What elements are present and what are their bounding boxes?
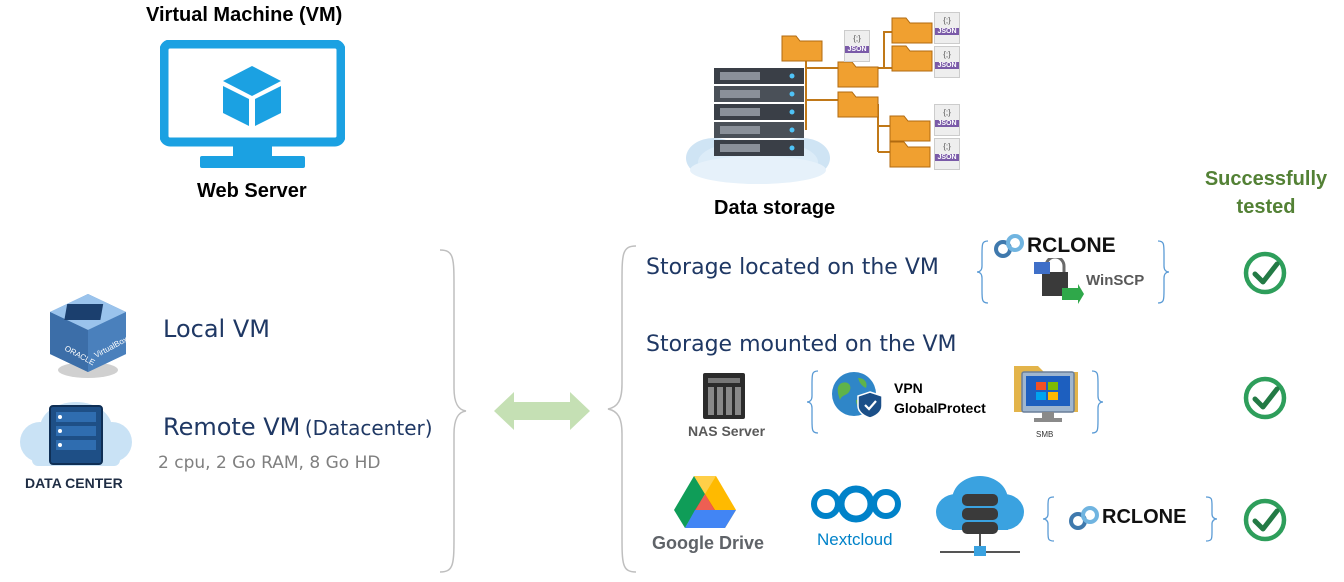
virtualbox-icon: ORACLE VirtualBox (50, 294, 129, 378)
check-circle-icon (1243, 498, 1287, 542)
file-glyph: {;} (943, 16, 951, 25)
nas-server-icon (703, 373, 745, 419)
nas-label: NAS Server (688, 423, 766, 439)
small-brace-close (1205, 496, 1218, 542)
file-tag: JSON (935, 120, 959, 127)
status-heading: Successfully tested (1204, 168, 1328, 218)
check-circle-icon (1243, 376, 1287, 420)
remote-vm-label: Remote VM (163, 413, 301, 441)
right-brace (607, 245, 637, 573)
small-brace-close (1091, 370, 1104, 434)
file-glyph: {;} (943, 142, 951, 151)
mounted-heading: Storage mounted on the VM (646, 332, 957, 357)
storage-title: Data storage (714, 197, 836, 219)
small-brace-open (976, 240, 989, 304)
file-glyph: {;} (943, 50, 951, 59)
located-heading: Storage located on the VM (646, 255, 939, 280)
json-file-icon: {;} JSON (934, 104, 960, 136)
small-brace-open (806, 370, 819, 434)
check-circle-icon (1243, 251, 1287, 295)
globalprotect-label: GlobalProtect (894, 400, 986, 416)
folder-tree-icon (781, 17, 933, 168)
file-tag: JSON (935, 154, 959, 161)
rclone-logo-icon (1069, 506, 1099, 530)
rclone-logo-icon (994, 234, 1024, 258)
nextcloud-icon (811, 485, 901, 523)
small-brace-open (1042, 496, 1055, 542)
left-brace (439, 249, 467, 573)
cloud-database-icon (936, 476, 1024, 556)
double-arrow-icon (494, 392, 590, 430)
file-tag: JSON (845, 46, 869, 53)
google-drive-label: Google Drive (652, 533, 765, 553)
globe-shield-icon (832, 372, 883, 419)
nextcloud-label: Nextcloud (817, 530, 893, 549)
small-brace-close (1157, 240, 1170, 304)
winscp-icon (1034, 258, 1084, 304)
json-file-icon: {;} JSON (934, 46, 960, 78)
vm-subtitle: Web Server (197, 180, 307, 202)
vm-title: Virtual Machine (VM) (146, 4, 343, 26)
remote-vm-suffix: (Datacenter) (304, 416, 433, 440)
winscp-label: WinSCP (1086, 272, 1145, 289)
file-glyph: {;} (853, 34, 861, 43)
file-tag: JSON (935, 28, 959, 35)
local-vm-label: Local VM (163, 315, 270, 343)
google-drive-icon (674, 476, 736, 528)
file-glyph: {;} (943, 108, 951, 117)
smb-label: SMB (1036, 430, 1054, 439)
json-file-icon: {;} JSON (934, 12, 960, 44)
rclone-label: RCLONE (1102, 506, 1187, 528)
json-file-icon: {;} JSON (844, 30, 870, 62)
datacenter-label: DATA CENTER (25, 475, 123, 491)
json-file-icon: {;} JSON (934, 138, 960, 170)
rclone-label: RCLONE (1027, 234, 1116, 257)
smb-computer-icon (1014, 366, 1078, 422)
remote-specs: 2 cpu, 2 Go RAM, 8 Go HD (158, 453, 381, 473)
server-rack-icon (686, 68, 830, 184)
vpn-label: VPN (894, 380, 923, 396)
file-tag: JSON (935, 62, 959, 69)
remote-vm-heading: Remote VM (Datacenter) (163, 413, 433, 441)
datacenter-icon (20, 402, 132, 466)
monitor-cube-icon (160, 40, 345, 168)
